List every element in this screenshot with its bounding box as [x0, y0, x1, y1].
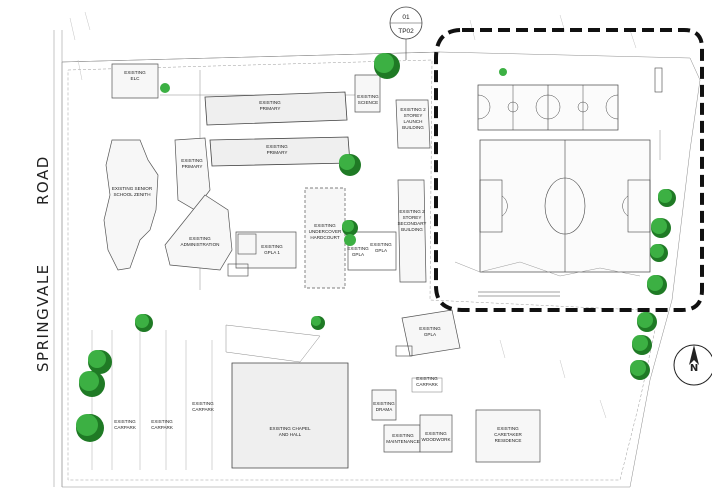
building-gpla-c — [401, 309, 461, 357]
building-hardcourt — [304, 187, 346, 289]
label-primary-top-2: PRIMARY — [260, 106, 281, 111]
label-gpla-b-2: GPLA — [375, 248, 388, 253]
label-carpark4-1: EXISTING — [416, 376, 438, 381]
label-gpla-c-1: EXISTING — [419, 326, 441, 331]
label-carpark1-2: CARPARK — [114, 425, 137, 430]
label-gpla-c-2: GPLA — [424, 332, 437, 337]
building-senior-school — [103, 139, 159, 271]
label-elc-1: EXISTING — [124, 70, 146, 75]
label-launch-1: EXISTING 2 — [400, 107, 426, 112]
tree-icon — [658, 189, 676, 207]
label-launch-2: STOREY — [404, 113, 423, 118]
chapel-forecourt — [225, 324, 321, 363]
label-gpla1-1: EXISTING — [261, 244, 283, 249]
tree-icon — [342, 220, 358, 236]
tag-number: 01 — [402, 14, 410, 21]
label-drama-2: DRAMA — [376, 407, 394, 412]
north-arrow-icon: N — [673, 344, 712, 386]
label-carpark1-1: EXISTING — [114, 419, 136, 424]
label-gpla-b-1: EXISTING — [370, 242, 392, 247]
label-hardcourt-1: EXISTING — [314, 223, 336, 228]
label-gpla-a-1: EXISTING — [347, 246, 369, 251]
tree-icon — [650, 244, 668, 262]
tree-icon — [339, 154, 361, 176]
tree-icon — [632, 335, 652, 355]
label-gpla-a-2: GPLA — [352, 252, 365, 257]
label-carpark2-2: CARPARK — [151, 425, 174, 430]
tree-icon — [135, 314, 153, 332]
carpark-area — [91, 330, 213, 470]
building-chapel-hall — [231, 362, 349, 469]
project-zone-outline — [434, 28, 704, 312]
label-carpark4-2: CARPARK — [416, 382, 439, 387]
label-secondary-3: SECONDARY — [397, 221, 426, 226]
label-science-2: SCIENCE — [358, 100, 378, 105]
basketball-courts — [477, 84, 619, 131]
label-hardcourt-3: HARDCOURT — [310, 235, 339, 240]
drawing-tag: 01 TP02 — [389, 6, 423, 60]
sports-field — [454, 67, 663, 297]
building-woodwork — [419, 414, 453, 453]
road-label-road: ROAD — [34, 155, 52, 205]
building-elc — [111, 63, 159, 99]
label-chapel-2: AND HALL — [279, 432, 302, 437]
label-caretaker-2: CARETAKER — [494, 432, 522, 437]
building-administration — [164, 194, 233, 271]
tree-icon — [637, 312, 657, 332]
label-hardcourt-2: UNDERCOVER — [309, 229, 342, 234]
building-secondary — [397, 179, 427, 283]
label-primary-mid-1: EXISTING — [266, 144, 288, 149]
building-primary-top — [204, 91, 348, 126]
tree-icon — [647, 275, 667, 295]
label-elc-2: ELC — [131, 76, 141, 81]
label-primary-mid-2: PRIMARY — [267, 150, 288, 155]
label-carpark3-2: CARPARK — [192, 407, 215, 412]
label-admin-1: EXISTING — [189, 236, 211, 241]
label-admin-2: ADMINISTRATION — [181, 242, 220, 247]
tree-icon — [88, 350, 112, 374]
building-drama — [371, 389, 397, 421]
building-caretaker — [475, 409, 541, 463]
label-launch-3: LAUNCH — [404, 119, 423, 124]
label-caretaker-1: EXISTING — [497, 426, 519, 431]
building-science — [354, 74, 381, 113]
label-senior-1: EXISTING SENIOR — [112, 186, 153, 191]
tree-icon — [344, 234, 356, 246]
building-gpla-ab — [347, 231, 397, 271]
label-carpark2-1: EXISTING — [151, 419, 173, 424]
label-caretaker-3: RESIDENCE — [495, 438, 522, 443]
trees — [76, 53, 676, 442]
label-primary-left-1: EXISTING — [181, 158, 203, 163]
label-maintenance-2: MAINTENANCE — [386, 439, 419, 444]
label-woodwork-2: WOODWORK — [421, 437, 451, 442]
tree-icon — [374, 53, 400, 79]
label-secondary-1: EXISTING 2 — [399, 209, 425, 214]
label-drama-1: EXISTING — [373, 401, 395, 406]
north-letter: N — [690, 363, 698, 374]
tree-icon — [311, 316, 325, 330]
label-secondary-2: STOREY — [403, 215, 422, 220]
label-woodwork-1: EXISTING — [425, 431, 447, 436]
label-chapel-1: EXISTING CHAPEL — [269, 426, 311, 431]
tree-icon — [79, 371, 105, 397]
road-label-springvale: SPRINGVALE — [34, 263, 52, 372]
tag-code: TP02 — [398, 28, 414, 35]
label-maintenance-1: EXISTING — [392, 433, 414, 438]
label-carpark3-1: EXISTING — [192, 401, 214, 406]
tree-icon — [630, 360, 650, 380]
tree-icon — [499, 68, 507, 76]
label-senior-2: SCHOOL ZENITH — [113, 192, 150, 197]
building-gpla-1 — [235, 231, 297, 269]
label-secondary-4: BUILDING — [401, 227, 423, 232]
building-launch — [395, 99, 431, 149]
label-gpla1-2: GPLA 1 — [264, 250, 280, 255]
label-primary-top-1: EXISTING — [259, 100, 281, 105]
tree-icon — [160, 83, 170, 93]
label-primary-left-2: PRIMARY — [182, 164, 203, 169]
label-launch-4: BUILDING — [402, 125, 424, 130]
label-science-1: EXISTING — [357, 94, 379, 99]
tree-icon — [651, 218, 671, 238]
tree-icon — [76, 414, 104, 442]
